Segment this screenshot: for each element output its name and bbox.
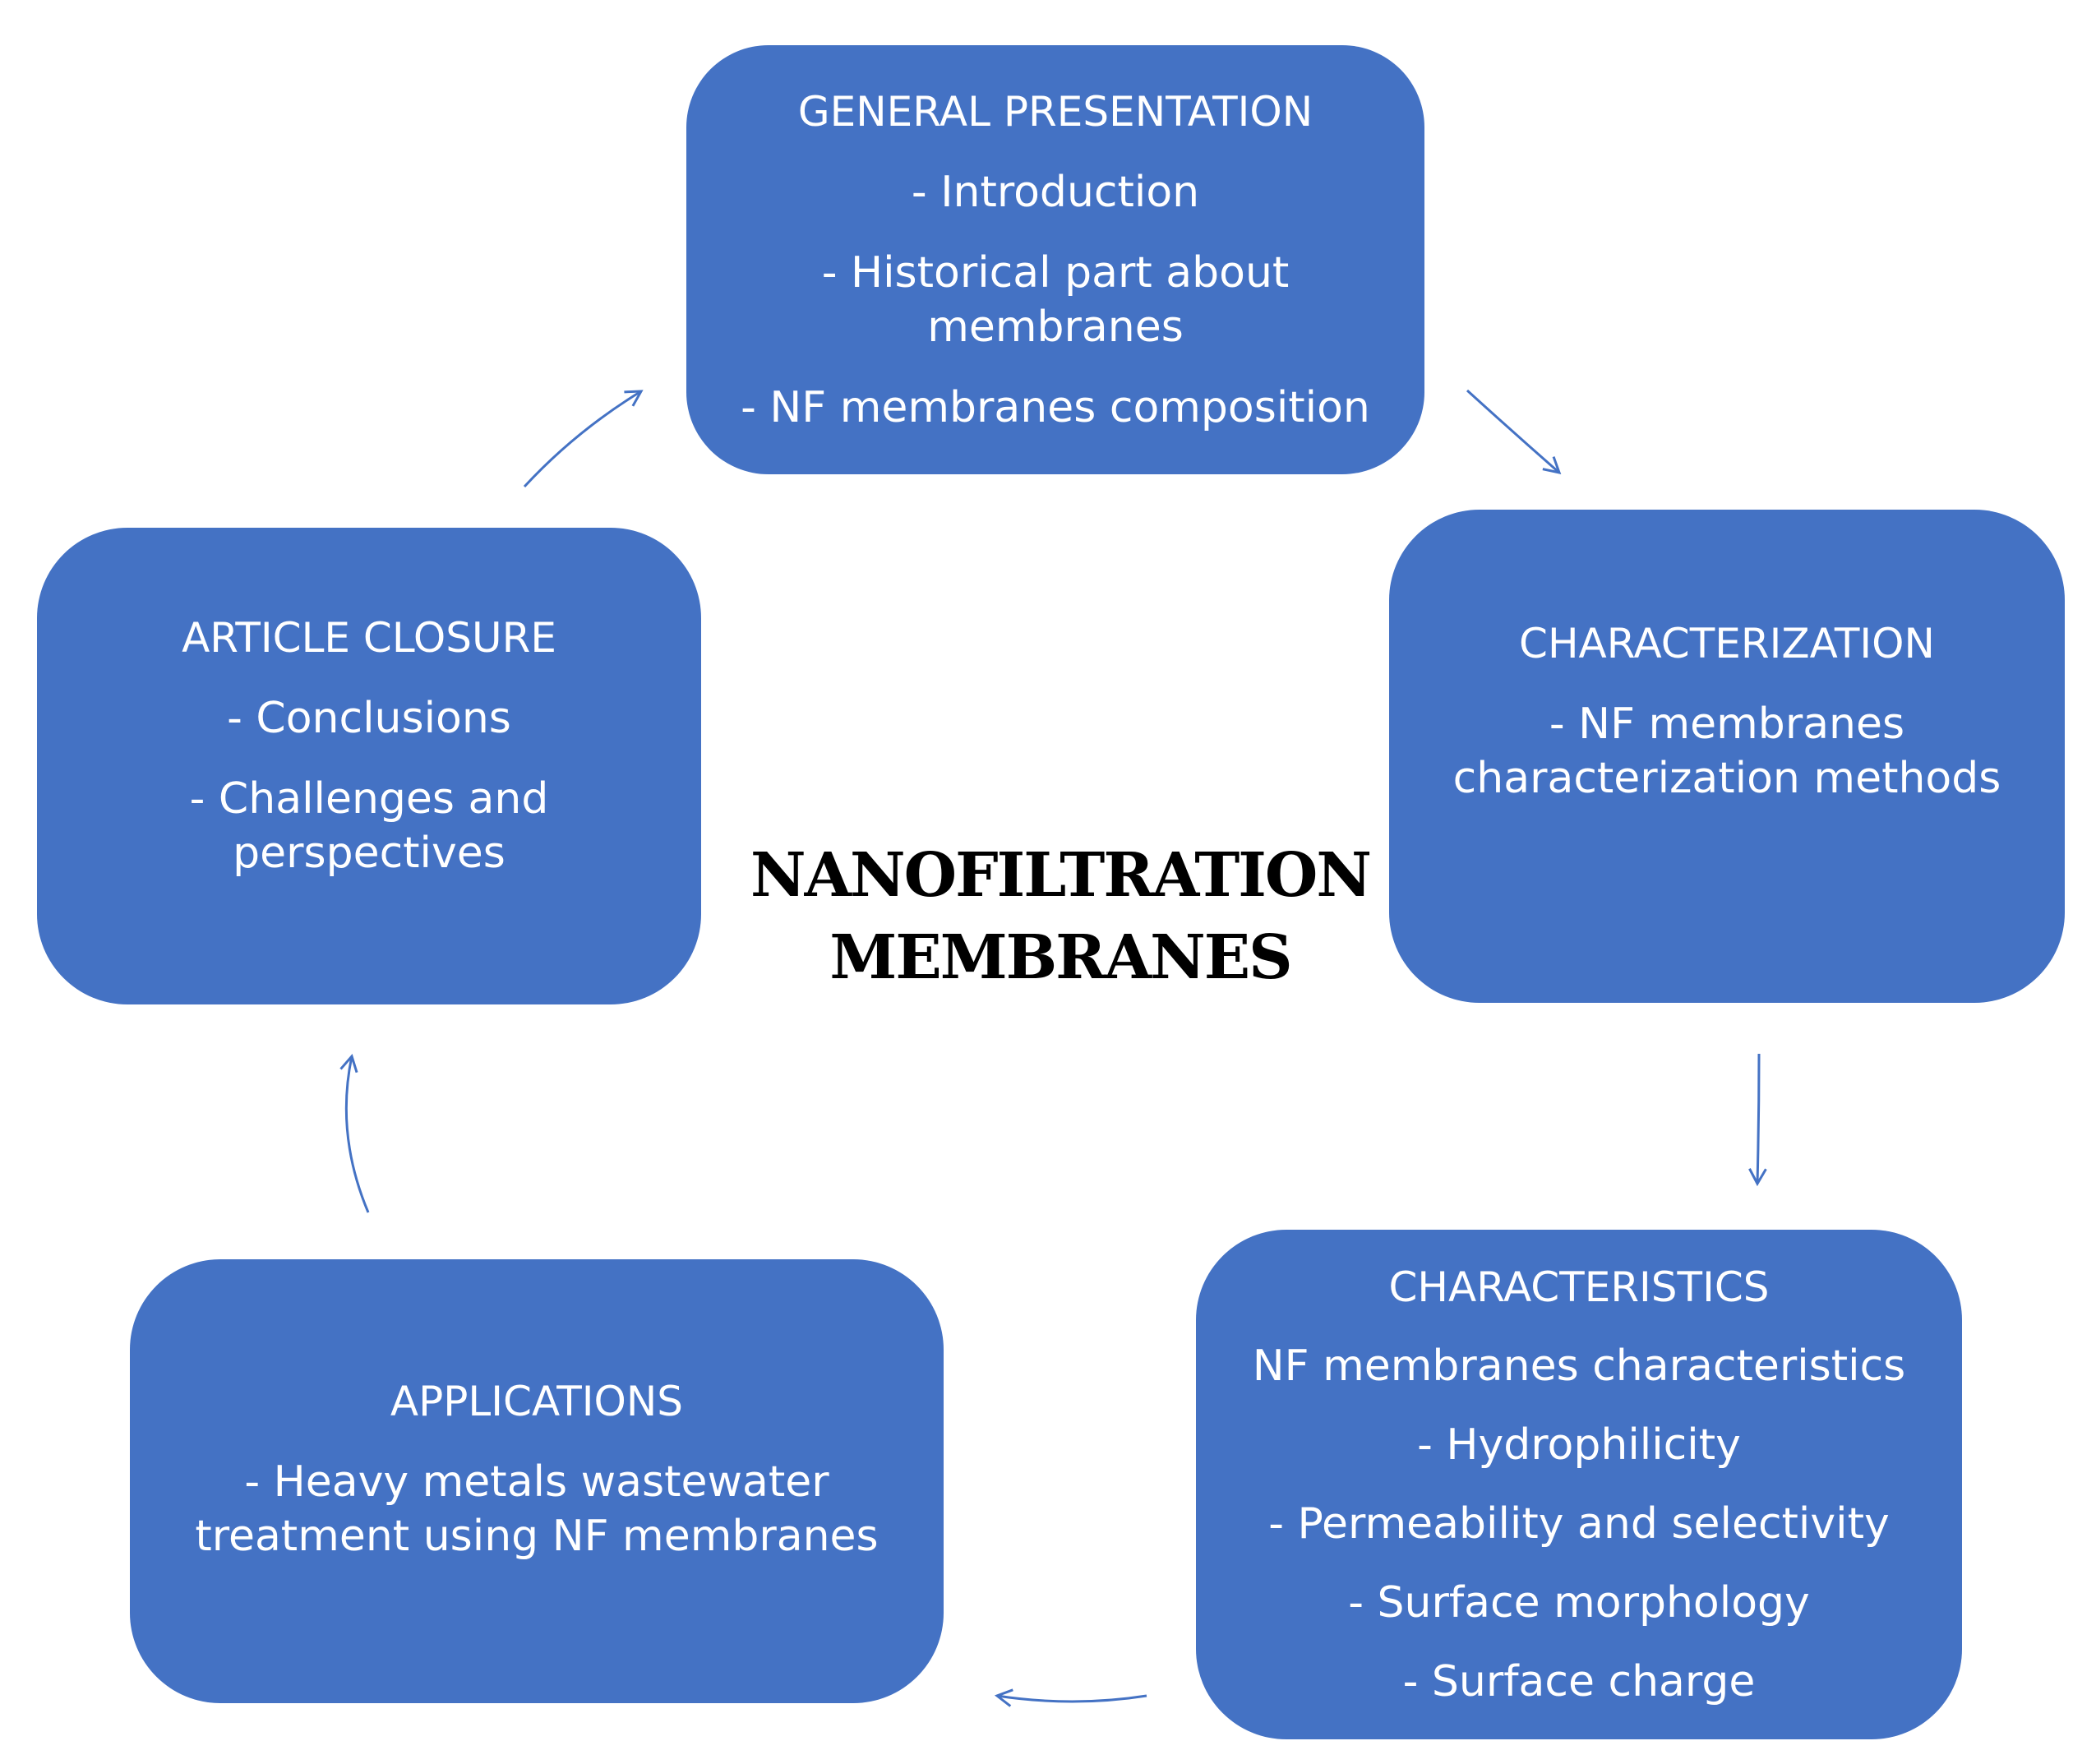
article-closure-heading: ARTICLE CLOSURE xyxy=(182,614,556,662)
characterization-item-methods: - NF membranes characterization methods xyxy=(1452,700,2001,803)
center-title-line2: MEMBRANES xyxy=(829,922,1292,993)
general-presentation-heading: GENERAL PRESENTATION xyxy=(797,88,1313,136)
applications-item-wastewater: - Heavy metals wastewater treatment usin… xyxy=(195,1457,879,1561)
characteristics-heading: CHARACTERISTICS xyxy=(1388,1263,1770,1311)
general-item-composition: - NF membranes composition xyxy=(741,383,1370,432)
characteristics-item-permeability: - Permeability and selectivity xyxy=(1268,1499,1890,1549)
general-presentation-box: GENERAL PRESENTATION - Introduction - Hi… xyxy=(686,45,1424,474)
characteristics-item-hydrophilicity: - Hydrophilicity xyxy=(1417,1420,1741,1470)
arrow-characteristics-to-applications xyxy=(994,1688,1147,1707)
article-closure-box: ARTICLE CLOSURE - Conclusions - Challeng… xyxy=(37,528,701,1004)
arrow-characterization-to-characteristics xyxy=(1748,1053,1767,1187)
center-title-line1: NANOFILTRATION xyxy=(750,840,1372,911)
characteristics-item-charge: - Surface charge xyxy=(1402,1657,1756,1706)
general-item-historical: - Historical part about membranes xyxy=(821,248,1290,352)
characteristics-item-morphology: - Surface morphology xyxy=(1348,1578,1810,1628)
arrow-general-to-characterization xyxy=(1466,389,1562,475)
closure-item-challenges: - Challenges and perspectives xyxy=(189,774,549,878)
characteristics-box: CHARACTERISTICS NF membranes characteris… xyxy=(1196,1230,1962,1739)
closure-item-conclusions: - Conclusions xyxy=(227,694,511,743)
applications-heading: APPLICATIONS xyxy=(390,1378,684,1425)
arrow-closure-to-general xyxy=(523,390,644,488)
center-title: NANOFILTRATION MEMBRANES xyxy=(707,834,1414,999)
general-item-introduction: - Introduction xyxy=(911,168,1200,217)
applications-box: APPLICATIONS - Heavy metals wastewater t… xyxy=(130,1259,944,1703)
characteristics-item-summary: NF membranes characteristics xyxy=(1252,1341,1906,1391)
characterization-heading: CHARACTERIZATION xyxy=(1519,620,1935,667)
characterization-box: CHARACTERIZATION - NF membranes characte… xyxy=(1389,510,2065,1003)
arrow-applications-to-closure xyxy=(339,1053,370,1213)
